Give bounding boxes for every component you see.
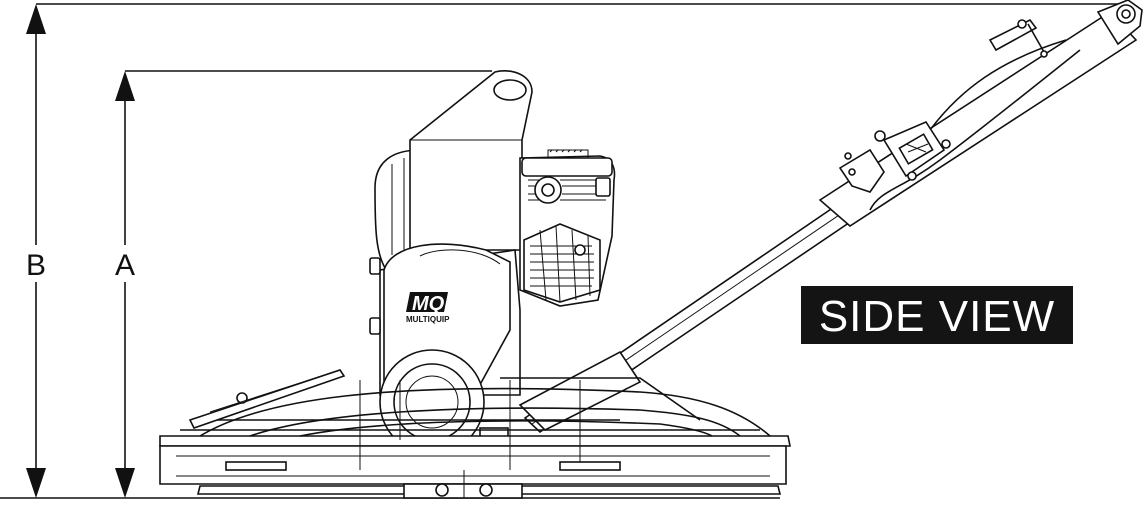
engine <box>374 70 616 307</box>
logo-mark: MQ <box>412 293 445 315</box>
dimension-b: B <box>26 3 1120 498</box>
dimension-a: A <box>115 70 492 498</box>
guard-ring <box>159 369 791 485</box>
logo-brand: MULTIQUIP <box>406 315 450 324</box>
dimension-b-label: B <box>26 249 46 282</box>
view-title: SIDE VIEW <box>819 292 1055 341</box>
view-title-badge: SIDE VIEW <box>801 286 1073 344</box>
multiquip-logo: MQ MULTIQUIP <box>406 292 450 324</box>
dimension-a-label: A <box>115 249 135 282</box>
blade-assembly <box>196 461 782 499</box>
gearbox: MQ MULTIQUIP <box>369 243 521 455</box>
handle-assembly <box>518 0 1143 434</box>
